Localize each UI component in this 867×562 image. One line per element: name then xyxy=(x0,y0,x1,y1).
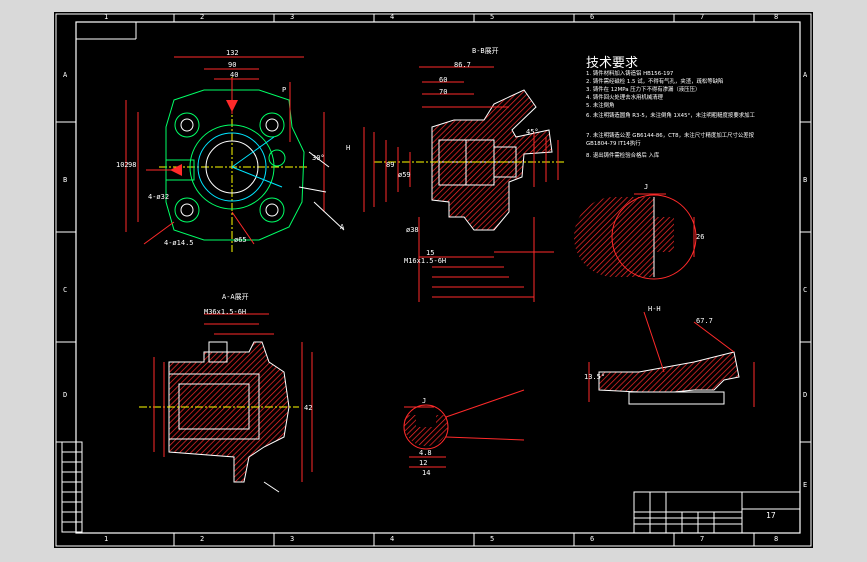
dim-label: 14 xyxy=(422,469,431,477)
top-view xyxy=(125,56,345,252)
dim-label: P xyxy=(282,86,287,94)
border-num: 2 xyxy=(200,535,205,543)
dim-label: 45° xyxy=(526,128,539,136)
border-num: 1 xyxy=(104,13,109,21)
dim-label: M36x1.5-6H xyxy=(204,308,247,316)
title-block xyxy=(633,491,801,534)
dim-label: 4.8 xyxy=(419,449,432,457)
dim-label: ø65 xyxy=(234,236,247,244)
cad-drawing-canvas[interactable] xyxy=(54,12,813,548)
view-title-detail: J xyxy=(644,183,649,191)
border-letter: C xyxy=(63,286,68,294)
tech-requirements-title: 技术要求 xyxy=(586,56,639,71)
view-title-j: J xyxy=(422,397,427,405)
dim-label: 40 xyxy=(230,71,239,79)
dim-label: 70 xyxy=(439,88,448,96)
dim-label: 67.7 xyxy=(696,317,713,325)
dim-label: ø38 xyxy=(406,226,419,234)
dim-label: 98 xyxy=(128,161,137,169)
border-num: 4 xyxy=(390,13,395,21)
dim-label: 132 xyxy=(226,49,239,57)
border-letter: C xyxy=(803,286,808,294)
border-num: 6 xyxy=(590,13,595,21)
bb-section xyxy=(363,66,564,302)
border-num: 3 xyxy=(290,535,295,543)
border-letter: A xyxy=(803,71,808,79)
dim-label: 60 xyxy=(439,76,448,84)
outer-frame xyxy=(55,13,812,547)
dim-label: 15 xyxy=(426,249,435,257)
hh-section xyxy=(588,311,755,407)
dim-label: A xyxy=(340,223,345,231)
dim-label: ø59 xyxy=(398,171,411,179)
note-2: 2. 铸件需经磁检 1.5 试，不得有气孔，夹渣，疏松等缺陷 xyxy=(586,79,724,85)
border-letter: E xyxy=(803,481,808,489)
border-num: 8 xyxy=(774,535,779,543)
dim-label: 42 xyxy=(304,404,313,412)
border-num: 4 xyxy=(390,535,395,543)
small-detail xyxy=(574,193,697,280)
drawing-sheet: 1 2 3 4 5 6 7 8 1 2 3 4 5 6 7 8 A B C D … xyxy=(54,12,813,548)
dim-label: 12 xyxy=(419,459,428,467)
zone-ticks xyxy=(56,14,811,546)
border-num: 7 xyxy=(700,535,705,543)
dim-label: 86.7 xyxy=(454,61,471,69)
border-num: 6 xyxy=(590,535,595,543)
note-5: 5. 未注倒角 xyxy=(586,103,615,109)
dim-label: 4-ø14.5 xyxy=(164,239,194,247)
view-title-aa: A-A展开 xyxy=(222,293,249,301)
border-num: 3 xyxy=(290,13,295,21)
dim-label: H xyxy=(346,144,351,152)
dim-label: M16x1.5-6H xyxy=(404,257,447,265)
note-1: 1. 铸件材料加入铸造铝 HB156-197 xyxy=(586,71,674,77)
view-title-bb: B-B展开 xyxy=(472,47,499,55)
dim-label: 30° xyxy=(312,154,325,162)
border-letter: B xyxy=(803,176,808,184)
sheet-number: 17 xyxy=(766,511,776,520)
dim-label: 26 xyxy=(696,233,705,241)
border-num: 5 xyxy=(490,535,495,543)
border-num: 7 xyxy=(700,13,705,21)
note-6: 6. 未注明铸造圆角 R3-5，未注倒角 1X45°，未注明粗糙度按要求加工 xyxy=(586,113,755,119)
border-num: 8 xyxy=(774,13,779,21)
dim-label: 90 xyxy=(228,61,237,69)
view-title-hh: H-H xyxy=(648,305,661,313)
border-letter: B xyxy=(63,176,68,184)
aa-section xyxy=(139,313,313,493)
border-letter: D xyxy=(803,391,808,399)
border-num: 5 xyxy=(490,13,495,21)
revision-table xyxy=(61,441,83,533)
j-detail xyxy=(403,389,525,468)
note-7: 7. 未注明铸造公差 GB6144-86，CT8，未注尺寸精度加工尺寸公差按 G… xyxy=(586,133,755,148)
note-8: 8. 退出铸件需检验合格后 入库 xyxy=(586,153,660,159)
note-4: 4. 铸件回火处理去水用机械清理 xyxy=(586,95,663,101)
dim-label: 4-ø32 xyxy=(148,193,170,201)
border-letter: D xyxy=(63,391,68,399)
dim-label: 102 xyxy=(116,161,129,169)
border-num: 1 xyxy=(104,535,109,543)
inner-frame xyxy=(75,21,801,534)
border-num: 2 xyxy=(200,13,205,21)
note-3: 3. 铸件在 12MPa 压力下不得有渗漏（液压压） xyxy=(586,87,701,93)
dim-label: 89 xyxy=(386,161,395,169)
dim-label: 13.5° xyxy=(584,373,606,381)
border-letter: A xyxy=(63,71,68,79)
